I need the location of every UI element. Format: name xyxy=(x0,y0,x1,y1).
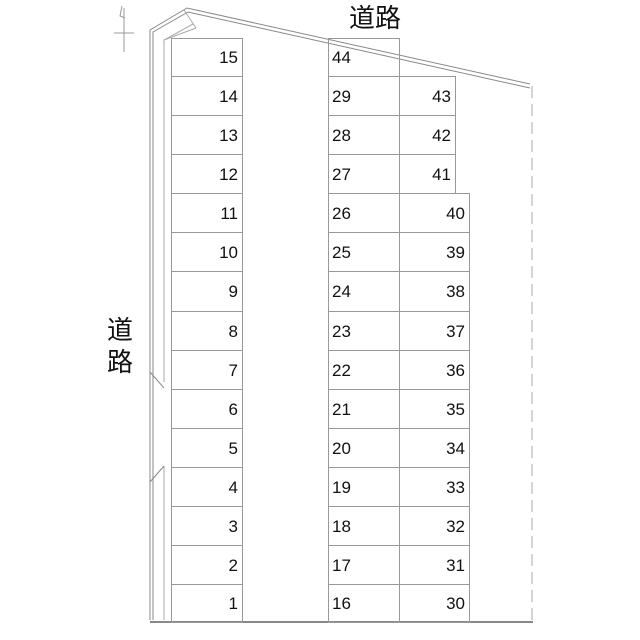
space-number: 9 xyxy=(228,282,238,301)
space-number: 16 xyxy=(332,594,351,613)
space-number: 33 xyxy=(446,478,465,497)
space-number: 24 xyxy=(332,282,351,301)
parking-space: 30 xyxy=(399,584,470,623)
parking-space: 37 xyxy=(399,311,470,351)
space-number: 30 xyxy=(446,594,465,613)
parking-space: 36 xyxy=(399,350,470,390)
parking-space: 35 xyxy=(399,389,470,429)
space-number: 17 xyxy=(332,556,351,575)
parking-space: 24 xyxy=(328,271,400,312)
parking-space: 22 xyxy=(328,350,400,390)
parking-space: 39 xyxy=(399,232,470,272)
space-number: 28 xyxy=(332,126,351,145)
parking-space: 33 xyxy=(399,467,470,507)
space-number: 25 xyxy=(332,243,351,262)
parking-space xyxy=(399,38,456,77)
parking-space: 21 xyxy=(328,389,400,429)
space-number: 10 xyxy=(219,243,238,262)
road-label-top: 道路 xyxy=(349,4,402,34)
road-label-left-2: 路 xyxy=(107,348,134,378)
parking-space: 5 xyxy=(171,428,243,468)
space-number: 27 xyxy=(332,165,351,184)
space-number: 29 xyxy=(332,87,351,106)
parking-space: 16 xyxy=(328,584,400,623)
parking-space: 27 xyxy=(328,154,400,194)
space-number: 22 xyxy=(332,361,351,380)
space-number: 6 xyxy=(228,400,238,419)
parking-space: 38 xyxy=(399,271,470,312)
parking-space: 2 xyxy=(171,545,243,585)
space-number: 31 xyxy=(446,556,465,575)
space-number: 7 xyxy=(228,361,238,380)
parking-space: 14 xyxy=(171,76,243,116)
parking-space: 32 xyxy=(399,506,470,546)
parking-space: 18 xyxy=(328,506,400,546)
space-number: 26 xyxy=(332,204,351,223)
space-number: 39 xyxy=(446,243,465,262)
space-number: 18 xyxy=(332,517,351,536)
space-number: 1 xyxy=(228,594,238,613)
road-label-left-1: 道 xyxy=(107,316,134,346)
space-number: 15 xyxy=(219,48,238,67)
parking-space: 7 xyxy=(171,350,243,390)
parking-space: 31 xyxy=(399,545,470,585)
space-number: 14 xyxy=(219,87,238,106)
parking-space: 4 xyxy=(171,467,243,507)
parking-space: 6 xyxy=(171,389,243,429)
space-number: 11 xyxy=(220,204,238,223)
space-number: 12 xyxy=(219,165,238,184)
parking-space: 40 xyxy=(399,193,470,233)
parking-space: 29 xyxy=(328,76,400,116)
space-number: 44 xyxy=(332,48,351,67)
parking-space: 8 xyxy=(171,311,243,351)
parking-space: 23 xyxy=(328,311,400,351)
parking-space: 12 xyxy=(171,154,243,194)
parking-space: 11 xyxy=(171,193,243,233)
parking-space: 25 xyxy=(328,232,400,272)
parking-space: 26 xyxy=(328,193,400,233)
parking-space: 42 xyxy=(399,115,456,155)
space-number: 5 xyxy=(228,439,238,458)
space-number: 2 xyxy=(228,556,238,575)
parking-space: 10 xyxy=(171,232,243,272)
space-number: 21 xyxy=(332,400,351,419)
space-number: 8 xyxy=(228,322,238,341)
parking-space: 44 xyxy=(328,38,400,77)
parking-space: 19 xyxy=(328,467,400,507)
space-number: 13 xyxy=(219,126,238,145)
parking-space: 41 xyxy=(399,154,456,194)
space-number: 42 xyxy=(432,126,451,145)
parking-space: 13 xyxy=(171,115,243,155)
space-number: 19 xyxy=(332,478,351,497)
space-number: 37 xyxy=(446,322,465,341)
space-number: 41 xyxy=(432,165,451,184)
space-number: 43 xyxy=(432,87,451,106)
space-number: 40 xyxy=(446,204,465,223)
parking-space: 3 xyxy=(171,506,243,546)
parking-space: 9 xyxy=(171,271,243,312)
space-number: 3 xyxy=(228,517,238,536)
space-number: 36 xyxy=(446,361,465,380)
parking-space: 17 xyxy=(328,545,400,585)
space-number: 23 xyxy=(332,322,351,341)
parking-space: 20 xyxy=(328,428,400,468)
space-number: 38 xyxy=(446,282,465,301)
parking-space: 1 xyxy=(171,584,243,623)
space-number: 4 xyxy=(228,478,238,497)
space-number: 35 xyxy=(446,400,465,419)
space-number: 32 xyxy=(446,517,465,536)
parking-space: 15 xyxy=(171,38,243,77)
space-number: 20 xyxy=(332,439,351,458)
parking-space: 43 xyxy=(399,76,456,116)
parking-space: 28 xyxy=(328,115,400,155)
parking-space: 34 xyxy=(399,428,470,468)
space-number: 34 xyxy=(446,439,465,458)
